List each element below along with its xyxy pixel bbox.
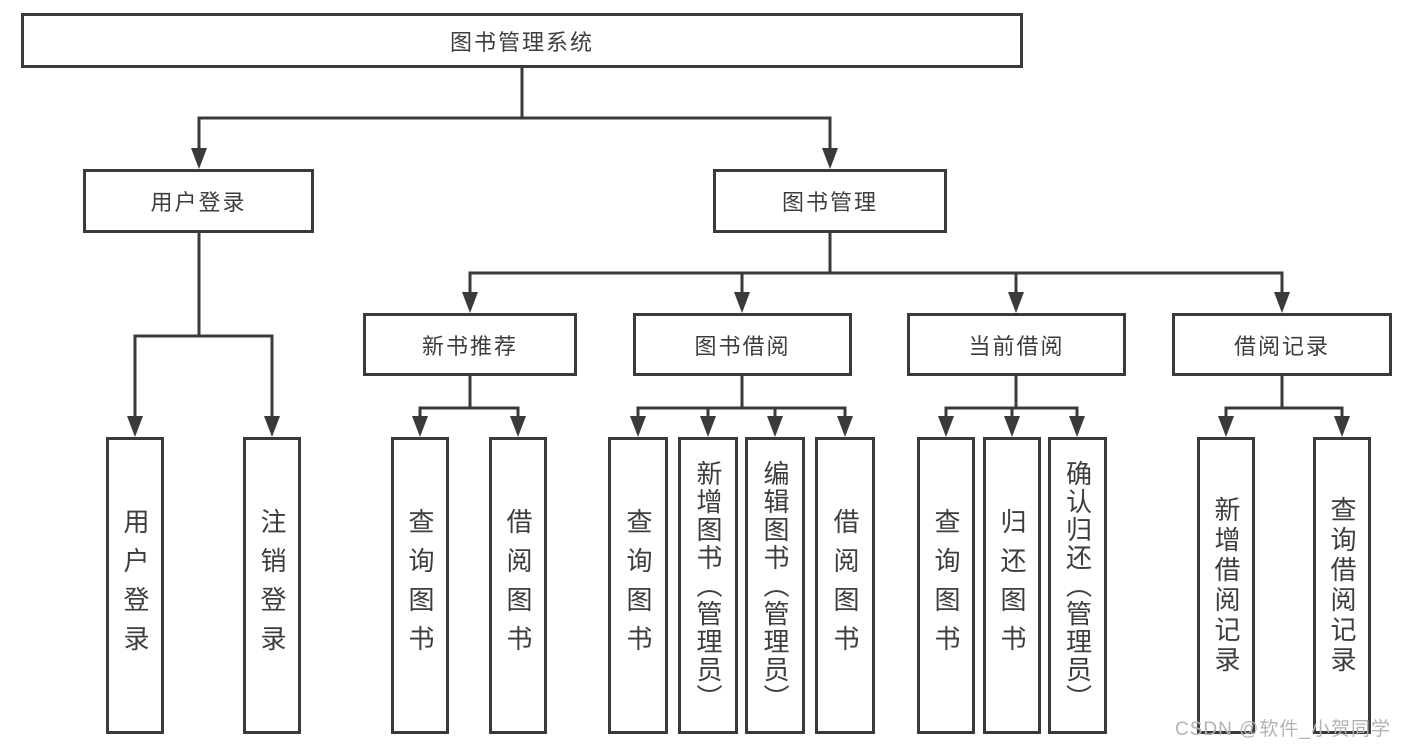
leaf-recommend-query-book-label: 查询图书 [405,507,435,664]
leaf-confirm-return-admin-label: 确认归还（管理员） [1062,459,1093,712]
leaf-edit-book-admin-label: 编辑图书（管理员） [760,459,790,712]
leaf-current-query-book-label: 查询图书 [931,507,961,664]
node-root-system-label: 图书管理系统 [449,29,594,55]
leaf-return-book-label: 归还图书 [997,507,1027,664]
node-borrow-record: 借阅记录 [1172,313,1392,376]
leaf-confirm-return-admin: 确认归还（管理员） [1048,437,1107,734]
node-user-login: 用户登录 [83,169,314,233]
leaf-borrow-query-book: 查询图书 [608,437,668,734]
leaf-current-query-book: 查询图书 [917,437,975,734]
leaf-add-borrow-record-label: 新增借阅记录 [1211,495,1241,676]
node-book-management-label: 图书管理 [781,190,878,215]
node-new-book-recommend: 新书推荐 [363,313,577,376]
leaf-recommend-borrow-book: 借阅图书 [489,437,547,734]
leaf-query-borrow-record: 查询借阅记录 [1313,437,1371,734]
leaf-recommend-borrow-book-label: 借阅图书 [503,507,533,664]
node-book-borrow: 图书借阅 [633,313,852,376]
csdn-watermark: CSDN @软件_小贺同学 [1175,719,1391,740]
leaf-recommend-query-book: 查询图书 [391,437,449,734]
leaf-query-borrow-record-label: 查询借阅记录 [1327,495,1357,676]
arrowheads [127,148,1350,437]
leaf-add-book-admin: 新增图书（管理员） [678,437,738,734]
leaf-logout-label: 注销登录 [257,507,287,664]
leaf-borrow-query-book-label: 查询图书 [623,507,653,664]
leaf-return-book: 归还图书 [983,437,1041,734]
node-current-borrow-label: 当前借阅 [968,333,1065,359]
node-current-borrow: 当前借阅 [907,313,1126,376]
node-user-login-label: 用户登录 [150,190,247,215]
leaf-borrow-book-label: 借阅图书 [830,507,860,664]
node-book-borrow-label: 图书借阅 [694,333,791,359]
node-book-management: 图书管理 [713,169,947,233]
leaf-borrow-book: 借阅图书 [815,437,875,734]
leaf-user-login-label: 用户登录 [120,507,150,664]
leaf-add-book-admin-label: 新增图书（管理员） [693,459,723,712]
leaf-user-login: 用户登录 [106,437,164,734]
node-new-book-recommend-label: 新书推荐 [421,333,518,359]
leaf-logout: 注销登录 [243,437,301,734]
leaf-add-borrow-record: 新增借阅记录 [1197,437,1255,734]
leaf-edit-book-admin: 编辑图书（管理员） [745,437,805,734]
node-root-system: 图书管理系统 [21,13,1023,68]
node-borrow-record-label: 借阅记录 [1233,333,1330,359]
